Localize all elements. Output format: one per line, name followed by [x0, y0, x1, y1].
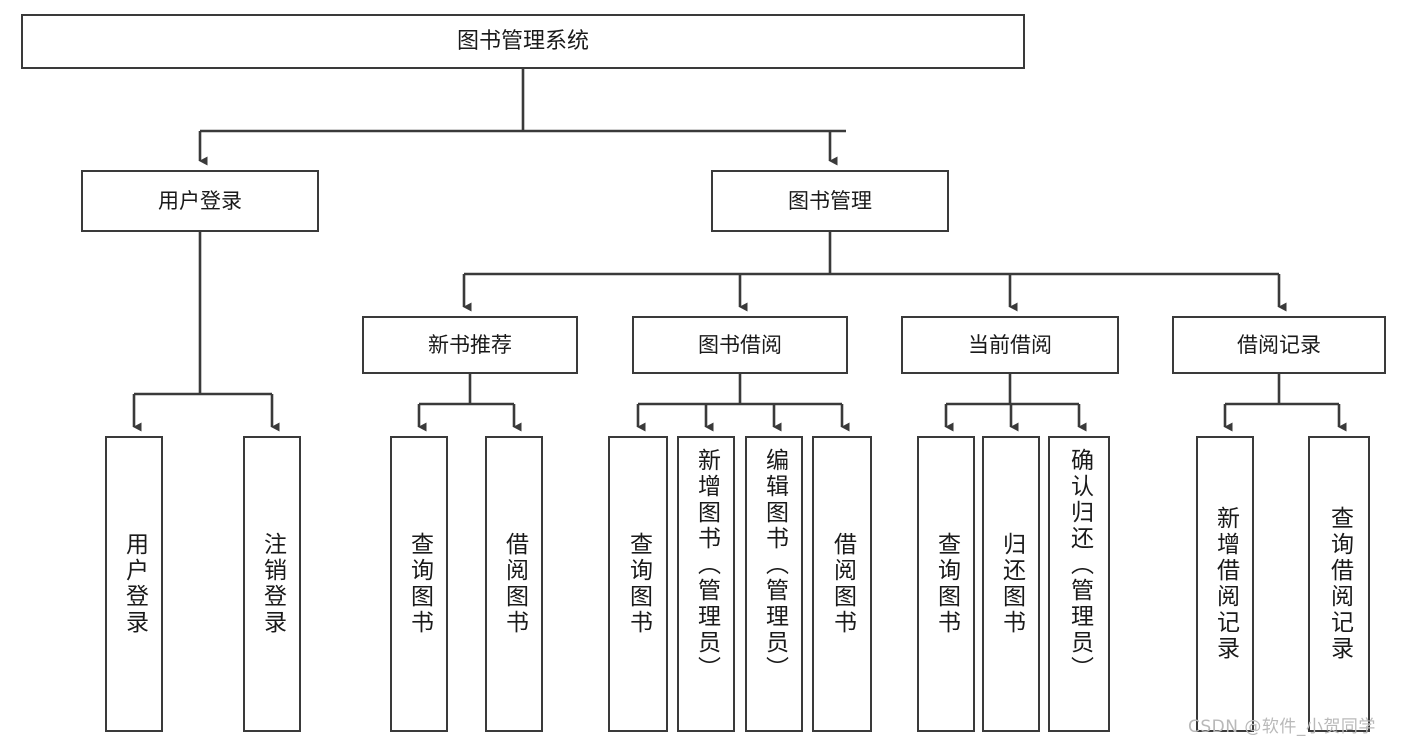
- node-leaf-borrow-book-1[interactable]: 借阅图书: [485, 436, 543, 732]
- node-leaf-borrow-book-1-label: 借阅图书: [501, 532, 528, 636]
- node-book-management-label: 图书管理: [788, 188, 872, 213]
- node-leaf-borrow-book-2-label: 借阅图书: [829, 532, 856, 636]
- node-leaf-query-book-1-label: 查询图书: [406, 532, 433, 636]
- node-book-management[interactable]: 图书管理: [711, 170, 949, 232]
- node-leaf-user-login-label: 用户登录: [121, 532, 148, 636]
- edge-user-login-to-leaves: [132, 232, 280, 432]
- edge-new-book-recommend-to-leaves: [417, 374, 522, 432]
- edge-book-borrow-to-leaves: [636, 374, 850, 432]
- node-borrow-records-label: 借阅记录: [1237, 332, 1321, 357]
- node-leaf-add-record-label: 新增借阅记录: [1212, 506, 1239, 662]
- node-leaf-add-book-label: 新增图书（管理员）: [693, 448, 720, 682]
- edge-book-management-to-level3: [462, 232, 1287, 312]
- node-new-book-recommend-label: 新书推荐: [428, 332, 512, 357]
- node-root-label: 图书管理系统: [456, 28, 589, 54]
- node-leaf-add-record[interactable]: 新增借阅记录: [1196, 436, 1254, 732]
- node-leaf-confirm-return[interactable]: 确认归还（管理员）: [1048, 436, 1110, 732]
- node-leaf-add-book[interactable]: 新增图书（管理员）: [677, 436, 735, 732]
- node-leaf-confirm-return-label: 确认归还（管理员）: [1066, 448, 1093, 682]
- node-leaf-edit-book-label: 编辑图书（管理员）: [761, 448, 788, 682]
- edge-current-borrow-to-leaves: [944, 374, 1087, 432]
- node-book-borrow[interactable]: 图书借阅: [632, 316, 848, 374]
- node-leaf-query-record-label: 查询借阅记录: [1326, 506, 1353, 662]
- edge-borrow-records-to-leaves: [1223, 374, 1347, 432]
- node-borrow-records[interactable]: 借阅记录: [1172, 316, 1386, 374]
- node-leaf-query-book-2[interactable]: 查询图书: [608, 436, 668, 732]
- node-leaf-query-record[interactable]: 查询借阅记录: [1308, 436, 1370, 732]
- node-leaf-query-book-3[interactable]: 查询图书: [917, 436, 975, 732]
- node-new-book-recommend[interactable]: 新书推荐: [362, 316, 578, 374]
- node-leaf-return-book-label: 归还图书: [998, 532, 1025, 636]
- node-user-login[interactable]: 用户登录: [81, 170, 319, 232]
- node-leaf-borrow-book-2[interactable]: 借阅图书: [812, 436, 872, 732]
- node-current-borrow[interactable]: 当前借阅: [901, 316, 1119, 374]
- node-current-borrow-label: 当前借阅: [968, 332, 1052, 357]
- node-user-login-label: 用户登录: [158, 188, 242, 213]
- node-leaf-logout[interactable]: 注销登录: [243, 436, 301, 732]
- node-leaf-edit-book[interactable]: 编辑图书（管理员）: [745, 436, 803, 732]
- node-book-borrow-label: 图书借阅: [698, 332, 782, 357]
- watermark-text: CSDN @软件_小贺同学: [1188, 717, 1376, 737]
- edge-root-to-level2: [198, 69, 846, 166]
- node-leaf-user-login[interactable]: 用户登录: [105, 436, 163, 732]
- node-leaf-query-book-3-label: 查询图书: [933, 532, 960, 636]
- node-leaf-logout-label: 注销登录: [259, 532, 286, 636]
- node-root[interactable]: 图书管理系统: [21, 14, 1025, 69]
- node-leaf-query-book-2-label: 查询图书: [625, 532, 652, 636]
- node-leaf-return-book[interactable]: 归还图书: [982, 436, 1040, 732]
- node-leaf-query-book-1[interactable]: 查询图书: [390, 436, 448, 732]
